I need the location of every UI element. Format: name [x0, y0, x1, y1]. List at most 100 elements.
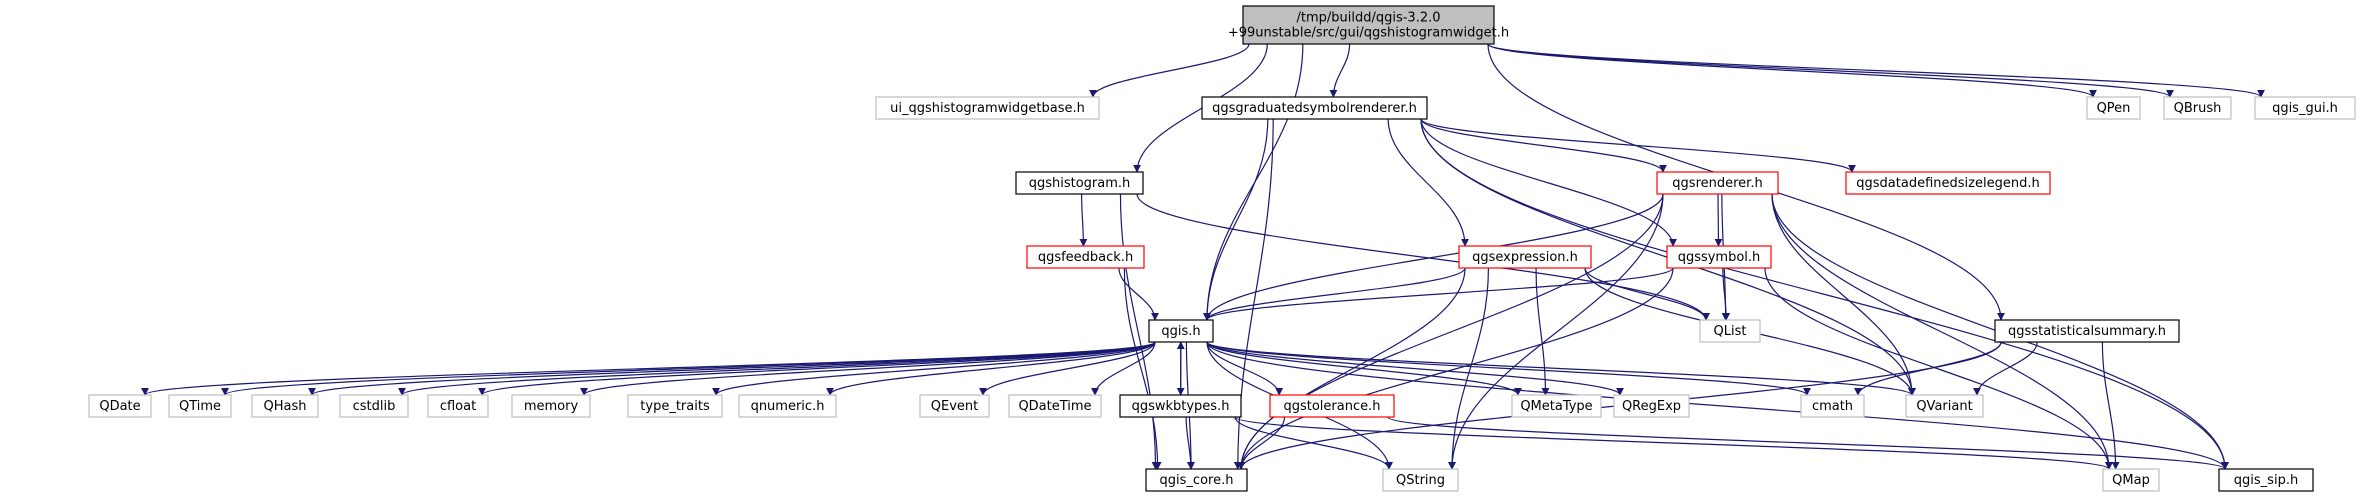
node-label: qgsgraduatedsymbolrenderer.h: [1212, 101, 1417, 116]
edge-graduated-to-renderer: [1420, 118, 1667, 173]
node-qnumeric: qnumeric.h: [738, 394, 837, 418]
edge-graduated-to-ddsize: [1420, 118, 1856, 173]
node-qdate: QDate: [88, 394, 152, 418]
node-qhash: QHash: [251, 394, 319, 418]
node-cfloat: cfloat: [427, 394, 489, 418]
node-label: QPen: [2097, 101, 2131, 116]
edge-expression-to-qgis_h: [1203, 267, 1466, 321]
node-label: QDateTime: [1018, 399, 1091, 414]
node-label: QList: [1714, 324, 1747, 339]
node-renderer[interactable]: qgsrenderer.h: [1656, 171, 1779, 195]
edge-tolerance-to-qgis_sip: [1387, 416, 2229, 470]
node-box: [2102, 468, 2160, 492]
node-qmetatype: QMetaType: [1511, 394, 1602, 418]
node-qevent: QEvent: [919, 394, 990, 418]
node-label: qgis_gui.h: [2272, 101, 2338, 116]
node-label: QString: [1396, 473, 1445, 488]
edge-renderer-to-qmap: [1771, 193, 2113, 470]
edge-expression-to-qmetatype: [1535, 267, 1550, 396]
node-box: [738, 394, 837, 418]
node-box: [1026, 245, 1145, 269]
edge-root-to-qpen: [1487, 43, 2097, 98]
node-box: [2218, 468, 2314, 492]
node-label: qgsdatadefinedsizelegend.h: [1856, 176, 2039, 191]
node-box: [1905, 394, 1984, 418]
node-tolerance[interactable]: qgstolerance.h: [1269, 394, 1395, 418]
edge-symbol-to-qlist: [1722, 267, 1731, 321]
node-label: QEvent: [931, 399, 978, 414]
node-root[interactable]: /tmp/buildd/qgis-3.2.0+99unstable/src/gu…: [1228, 5, 1509, 45]
edge-qgis_h-to-cmath: [1206, 341, 1811, 396]
node-qlist: QList: [1699, 319, 1761, 343]
edge-qgis_h-to-qdatetime: [1091, 341, 1156, 396]
node-label: QBrush: [2174, 101, 2222, 116]
edge-qgis_h-to-qnumeric: [826, 341, 1156, 396]
node-type_traits: type_traits: [627, 394, 723, 418]
node-qgis_core[interactable]: qgis_core.h: [1145, 468, 1248, 492]
node-box: [1008, 394, 1102, 418]
node-label: QVariant: [1916, 399, 1972, 414]
node-box: [427, 394, 489, 418]
node-box: [1699, 319, 1761, 343]
edge-symbol-to-qmap: [1764, 267, 2113, 470]
edge-symbol-to-qgis_h: [1203, 267, 1674, 321]
node-box: [168, 394, 232, 418]
node-symbol[interactable]: qgssymbol.h: [1666, 245, 1772, 269]
edge-qgis_h-to-memory: [580, 341, 1156, 396]
node-box: [919, 394, 990, 418]
node-box: [1666, 245, 1772, 269]
node-qvariant: QVariant: [1905, 394, 1984, 418]
edge-renderer-to-qvariant: [1771, 193, 1916, 396]
node-feedback[interactable]: qgsfeedback.h: [1026, 245, 1145, 269]
node-memory: memory: [511, 394, 591, 418]
node-qtime: QTime: [168, 394, 232, 418]
node-qbrush: QBrush: [2163, 96, 2232, 120]
node-label: qgis_sip.h: [2234, 473, 2298, 488]
edge-histogram-to-feedback: [1079, 193, 1088, 247]
node-box: [1148, 319, 1214, 343]
node-ddsize[interactable]: qgsdatadefinedsizelegend.h: [1845, 171, 2051, 195]
edge-histogram-to-qgis_core: [1119, 193, 1160, 470]
node-box: [1800, 394, 1865, 418]
node-qregexp: QRegExp: [1613, 394, 1690, 418]
node-qmap: QMap: [2102, 468, 2160, 492]
node-qgis_sip[interactable]: qgis_sip.h: [2218, 468, 2314, 492]
node-label: +99unstable/src/gui/qgshistogramwidget.h: [1228, 26, 1509, 41]
node-box: [1242, 5, 1495, 45]
node-ui_base: ui_qgshistogramwidgetbase.h: [875, 96, 1100, 120]
node-qdatetime: QDateTime: [1008, 394, 1102, 418]
node-box: [1994, 319, 2180, 343]
edge-statsum-to-qvariant: [1973, 341, 2038, 396]
node-statsum[interactable]: qgsstatisticalsummary.h: [1994, 319, 2180, 343]
edge-qgis_h-to-qvariant: [1206, 341, 1916, 396]
node-qstring: QString: [1382, 468, 1459, 492]
edge-qgis_h-to-qevent: [979, 341, 1156, 396]
node-box: [1382, 468, 1459, 492]
edge-root-to-ui_base: [1089, 43, 1250, 98]
node-label: cstdlib: [353, 399, 396, 414]
node-wkbtypes[interactable]: qgswkbtypes.h: [1119, 394, 1242, 418]
node-box: [1269, 394, 1395, 418]
node-box: [1613, 394, 1690, 418]
node-graduated[interactable]: qgsgraduatedsymbolrenderer.h: [1201, 96, 1428, 120]
node-label: memory: [524, 399, 579, 414]
edge-qgis_h-to-qdate: [141, 341, 1156, 396]
node-label: cmath: [1812, 399, 1853, 414]
node-qgis_h[interactable]: qgis.h: [1148, 319, 1214, 343]
edge-histogram-to-qlist: [1136, 193, 1710, 321]
edge-qgis_h-to-tolerance: [1206, 341, 1284, 396]
edge-qgis_h-to-qmetatype: [1206, 341, 1522, 396]
node-label: QTime: [179, 399, 221, 414]
node-label: qgsfeedback.h: [1038, 250, 1133, 265]
node-box: [875, 96, 1100, 120]
node-box: [251, 394, 319, 418]
nodes-layer: /tmp/buildd/qgis-3.2.0+99unstable/src/gu…: [88, 5, 2356, 492]
edge-feedback-to-qgis_core: [1123, 267, 1162, 470]
node-histogram[interactable]: qgshistogram.h: [1015, 171, 1144, 195]
edge-root-to-qgis_gui: [1487, 43, 2265, 98]
node-label: qgsexpression.h: [1472, 250, 1578, 265]
edge-statsum-to-qmap: [2101, 341, 2120, 470]
node-expression[interactable]: qgsexpression.h: [1458, 245, 1592, 269]
node-label: qgsrenderer.h: [1672, 176, 1762, 191]
edge-expression-to-qgis_core: [1237, 267, 1466, 470]
